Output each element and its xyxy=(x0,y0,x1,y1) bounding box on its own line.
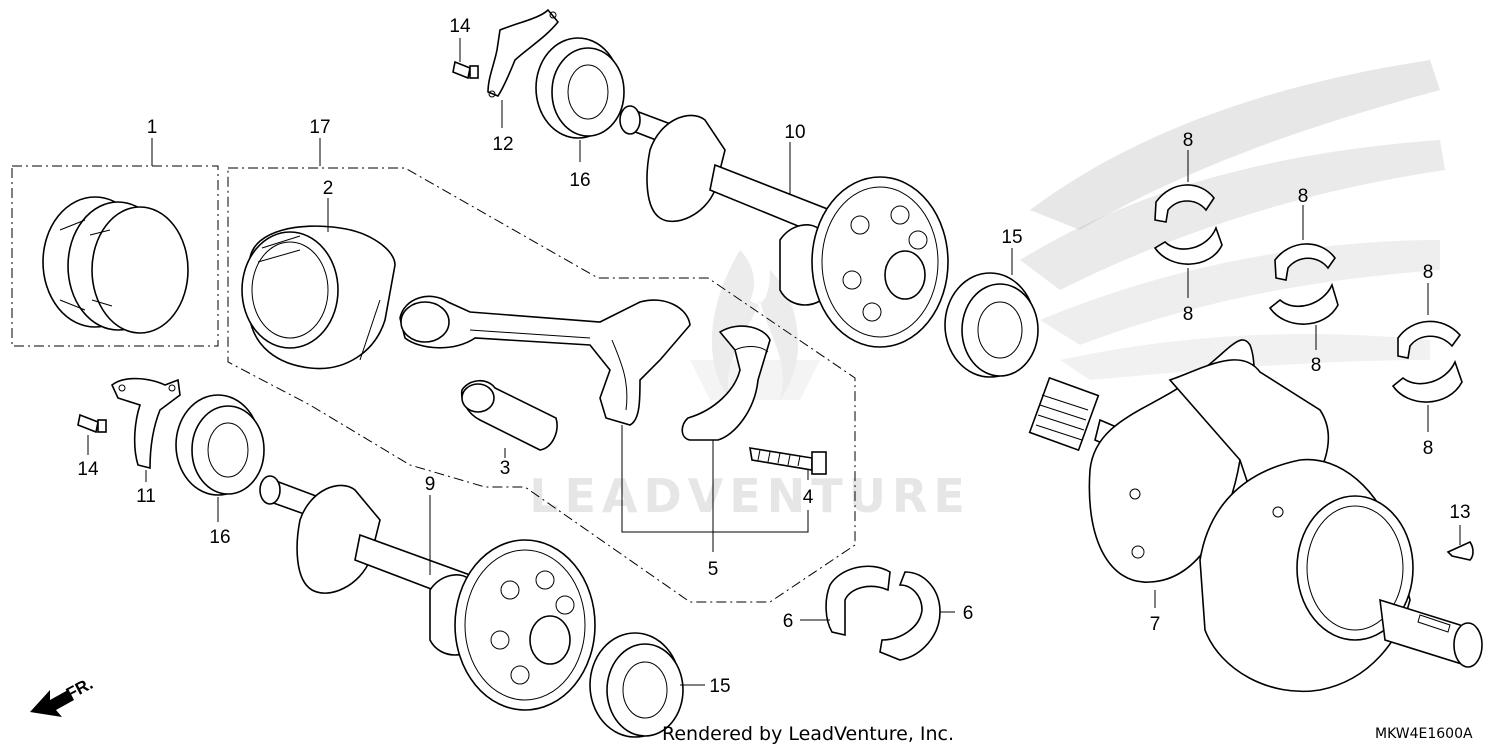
bearing-plate-12 xyxy=(487,8,560,98)
callouts: 1 2 3 4 5 6 6 7 8 8 8 8 8 8 9 10 11 12 1… xyxy=(77,16,1470,697)
callout-2: 2 xyxy=(323,178,334,199)
ball-bearings-16 xyxy=(175,37,625,496)
watermark: LEADVENTURE xyxy=(529,250,971,523)
ball-bearings-15 xyxy=(589,272,1039,738)
crankshaft xyxy=(1028,339,1483,693)
woodruff-key xyxy=(1446,540,1474,561)
piston-pin xyxy=(460,379,558,451)
callout-8-b: 8 xyxy=(1183,304,1194,325)
callout-15-right: 15 xyxy=(1001,227,1022,248)
callout-13: 13 xyxy=(1449,502,1470,523)
main-bearings xyxy=(1153,184,1463,403)
callout-14-left: 14 xyxy=(77,459,99,480)
piston xyxy=(241,225,396,370)
rendered-by-credit: Rendered by LeadVenture, Inc. xyxy=(662,723,954,745)
bolts-14 xyxy=(77,60,479,434)
callout-17: 17 xyxy=(309,117,330,138)
callout-8-c: 8 xyxy=(1298,186,1309,207)
callout-6-left: 6 xyxy=(783,611,794,632)
leader-lines xyxy=(87,38,1461,686)
callout-15-bottom: 15 xyxy=(709,676,730,697)
callout-5: 5 xyxy=(708,559,719,580)
callout-1: 1 xyxy=(147,117,158,138)
callout-8-d: 8 xyxy=(1311,355,1322,376)
balancer-shaft-front xyxy=(259,475,596,711)
ring-oil xyxy=(91,206,189,334)
callout-9: 9 xyxy=(425,474,436,495)
ring-set-box xyxy=(11,165,219,347)
rod-bolt xyxy=(749,447,827,475)
callout-7: 7 xyxy=(1150,614,1161,635)
front-arrow-icon xyxy=(30,690,74,717)
callout-6-right: 6 xyxy=(963,603,974,624)
callout-14-top: 14 xyxy=(449,16,471,37)
front-direction-marker: FR. xyxy=(30,674,96,717)
callout-8-f: 8 xyxy=(1423,438,1434,459)
rod-bearings xyxy=(825,565,941,661)
callout-3: 3 xyxy=(500,458,511,479)
callout-4: 4 xyxy=(803,487,814,508)
callout-12: 12 xyxy=(492,134,513,155)
callout-16-bottom: 16 xyxy=(209,527,230,548)
callout-16-top: 16 xyxy=(569,170,590,191)
callout-11: 11 xyxy=(136,486,156,507)
callout-8-a: 8 xyxy=(1183,130,1194,151)
callout-10: 10 xyxy=(784,122,805,143)
bearing-plate-11 xyxy=(111,377,181,470)
wing-pattern xyxy=(1020,60,1445,380)
rod-cap xyxy=(681,325,771,441)
diagram-code: MKW4E1600A xyxy=(1375,726,1473,742)
callout-8-e: 8 xyxy=(1423,262,1434,283)
balancer-shaft-rear xyxy=(619,105,949,348)
piston-ring-set xyxy=(11,165,219,347)
connecting-rod xyxy=(399,295,691,426)
watermark-text: LEADVENTURE xyxy=(529,469,971,523)
